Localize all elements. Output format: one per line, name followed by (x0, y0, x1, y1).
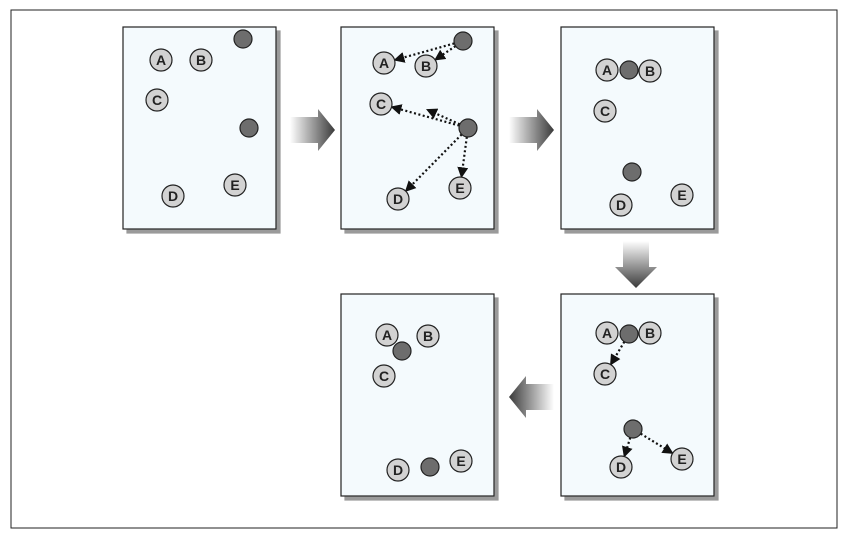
data-point-label: A (602, 62, 612, 78)
data-point-d: D (386, 458, 410, 482)
data-point-label: D (616, 459, 626, 475)
data-point-e: E (448, 176, 472, 200)
data-point-c: C (372, 364, 396, 388)
centroid-2 (623, 419, 643, 439)
data-point-label: E (455, 180, 464, 196)
assignment-arrow-to-E (457, 136, 469, 179)
data-point-label: E (677, 451, 686, 467)
data-point-c: C (369, 92, 393, 116)
panel-step-2: A B C D E (340, 26, 495, 230)
centroid-move-arrow (425, 108, 461, 126)
flow-arrow-left (509, 376, 554, 418)
data-point-label: B (196, 52, 206, 68)
data-point-c: C (593, 99, 617, 123)
flow-arrow-right (290, 109, 335, 151)
data-point-a: A (595, 58, 619, 82)
panel-step-1: A B C D E (122, 26, 277, 230)
data-point-label: A (379, 55, 389, 71)
assignment-arrow-to-A (393, 42, 455, 63)
data-point-c: C (145, 88, 169, 112)
data-point-label: C (600, 103, 610, 119)
data-point-b: B (189, 48, 213, 72)
data-point-b: B (638, 59, 662, 83)
centroid-2 (239, 118, 259, 138)
data-point-label: C (600, 366, 610, 382)
data-point-label: B (423, 328, 433, 344)
data-point-label: D (393, 191, 403, 207)
data-point-label: D (168, 188, 178, 204)
assignment-arrow-to-B (434, 45, 457, 61)
panels: A B C D E A B C D E A B C D E A B C D E A B C D E (122, 26, 715, 497)
assignment-arrow-to-D (622, 437, 633, 458)
data-point-label: B (645, 63, 655, 79)
assignment-arrow-to-E (640, 432, 674, 454)
data-point-d: D (386, 187, 410, 211)
data-point-b: B (638, 321, 662, 345)
data-point-a: A (375, 323, 399, 347)
data-point-label: D (393, 462, 403, 478)
data-point-label: B (421, 58, 431, 74)
data-point-label: D (616, 197, 626, 213)
data-point-label: A (382, 327, 392, 343)
panel-step-3: A B C D E (560, 26, 715, 230)
outer-frame (10, 9, 838, 529)
data-point-a: A (149, 48, 173, 72)
data-point-label: A (602, 325, 612, 341)
centroid-1 (392, 341, 412, 361)
data-point-d: D (609, 193, 633, 217)
flow-arrow-right (509, 109, 554, 151)
data-point-e: E (670, 183, 694, 207)
panel-step-5: A B C D E (340, 293, 495, 497)
centroid-2 (458, 118, 478, 138)
data-point-e: E (449, 449, 473, 473)
flow-arrow-down (615, 241, 657, 288)
centroid-1 (453, 31, 473, 51)
data-point-label: C (152, 92, 162, 108)
centroid-2 (420, 457, 440, 477)
data-point-label: E (230, 177, 239, 193)
centroid-2 (622, 162, 642, 182)
data-point-c: C (593, 362, 617, 386)
data-point-d: D (609, 455, 633, 479)
data-point-label: C (376, 96, 386, 112)
data-point-a: A (372, 51, 396, 75)
data-point-e: E (223, 173, 247, 197)
data-point-b: B (416, 324, 440, 348)
data-point-label: C (379, 368, 389, 384)
data-point-label: A (156, 52, 166, 68)
data-point-a: A (595, 321, 619, 345)
panel-step-4: A B C D E (560, 293, 715, 497)
data-point-label: E (677, 187, 686, 203)
centroid-1 (619, 324, 639, 344)
flow-arrows (290, 109, 657, 418)
data-point-label: E (456, 453, 465, 469)
data-point-b: B (414, 54, 438, 78)
data-point-label: B (645, 325, 655, 341)
data-point-e: E (670, 447, 694, 471)
data-point-d: D (161, 184, 185, 208)
centroid-1 (233, 29, 253, 49)
centroid-1 (619, 60, 639, 80)
